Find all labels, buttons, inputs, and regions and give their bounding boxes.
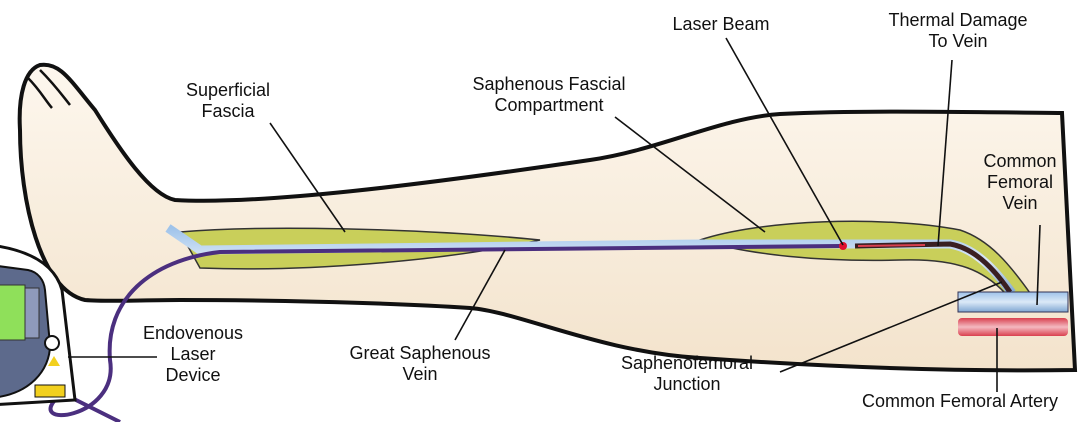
label-laser-beam: Laser Beam — [672, 14, 770, 34]
laser-catheter — [48, 244, 841, 418]
laser-beam-tip — [839, 242, 847, 250]
label-common-femoral-artery: Common Femoral Artery — [861, 391, 1059, 411]
thermal-damage — [854, 241, 1013, 294]
toe-lines — [27, 69, 71, 109]
leader-lines — [68, 37, 1041, 392]
common-femoral-vein — [957, 291, 1069, 313]
common-femoral-artery — [958, 318, 1068, 336]
endovenous-laser-device — [0, 245, 77, 406]
leg-outline — [17, 62, 1078, 373]
